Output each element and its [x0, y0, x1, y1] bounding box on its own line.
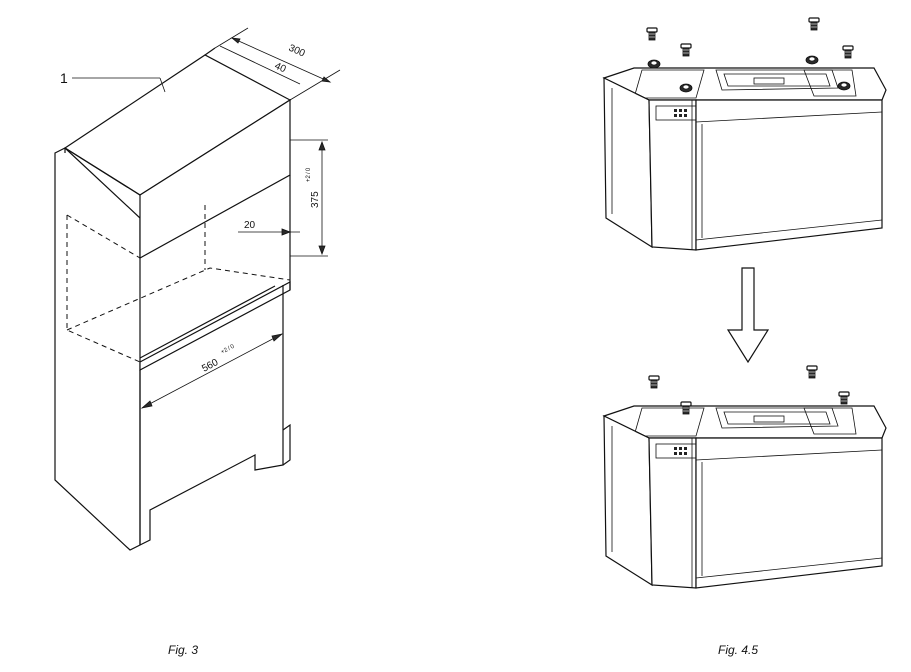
dim-depth-total: 300	[287, 43, 307, 60]
lower-cabinet	[139, 370, 291, 546]
adjustable-foot-icon	[806, 365, 818, 379]
foot-socket	[805, 55, 819, 65]
niche-shelf	[139, 175, 291, 430]
appliance-after	[603, 365, 887, 589]
adjustable-foot-icon	[808, 17, 820, 31]
appliance-before	[603, 17, 887, 251]
adjustable-foot-icon	[646, 27, 658, 41]
dim-width-tolerance: +2 / 0	[220, 343, 236, 355]
down-arrow-icon	[726, 267, 770, 364]
fig3-caption: Fig. 3	[168, 643, 198, 657]
dim-height: 375	[310, 191, 321, 208]
dim-gap: 20	[244, 220, 256, 231]
fig45-feet-diagram: Fig. 4.5	[603, 17, 887, 657]
cabinet-side-panel	[54, 147, 141, 551]
adjustable-foot-icon	[838, 391, 850, 405]
adjustable-foot-icon	[842, 45, 854, 59]
adjustable-foot-icon	[680, 43, 692, 57]
foot-socket	[837, 81, 851, 91]
fig3-cabinet-diagram: 300 40 375 +2 / 0 20 560 +2 / 0	[54, 27, 341, 657]
dim-depth-small: 40	[273, 61, 288, 76]
callout-label: 1	[60, 70, 68, 86]
callout-1: 1	[60, 70, 166, 93]
dim-height-tolerance: +2 / 0	[306, 167, 312, 182]
height-dimension: 375 +2 / 0	[290, 139, 328, 257]
niche-outline	[66, 205, 291, 363]
adjustable-foot-icon	[648, 375, 660, 389]
dim-width: 560	[200, 357, 220, 375]
foot-socket	[679, 83, 693, 93]
foot-socket	[647, 59, 661, 69]
fig45-caption: Fig. 4.5	[718, 643, 758, 657]
gap-dimension: 20	[238, 220, 300, 236]
